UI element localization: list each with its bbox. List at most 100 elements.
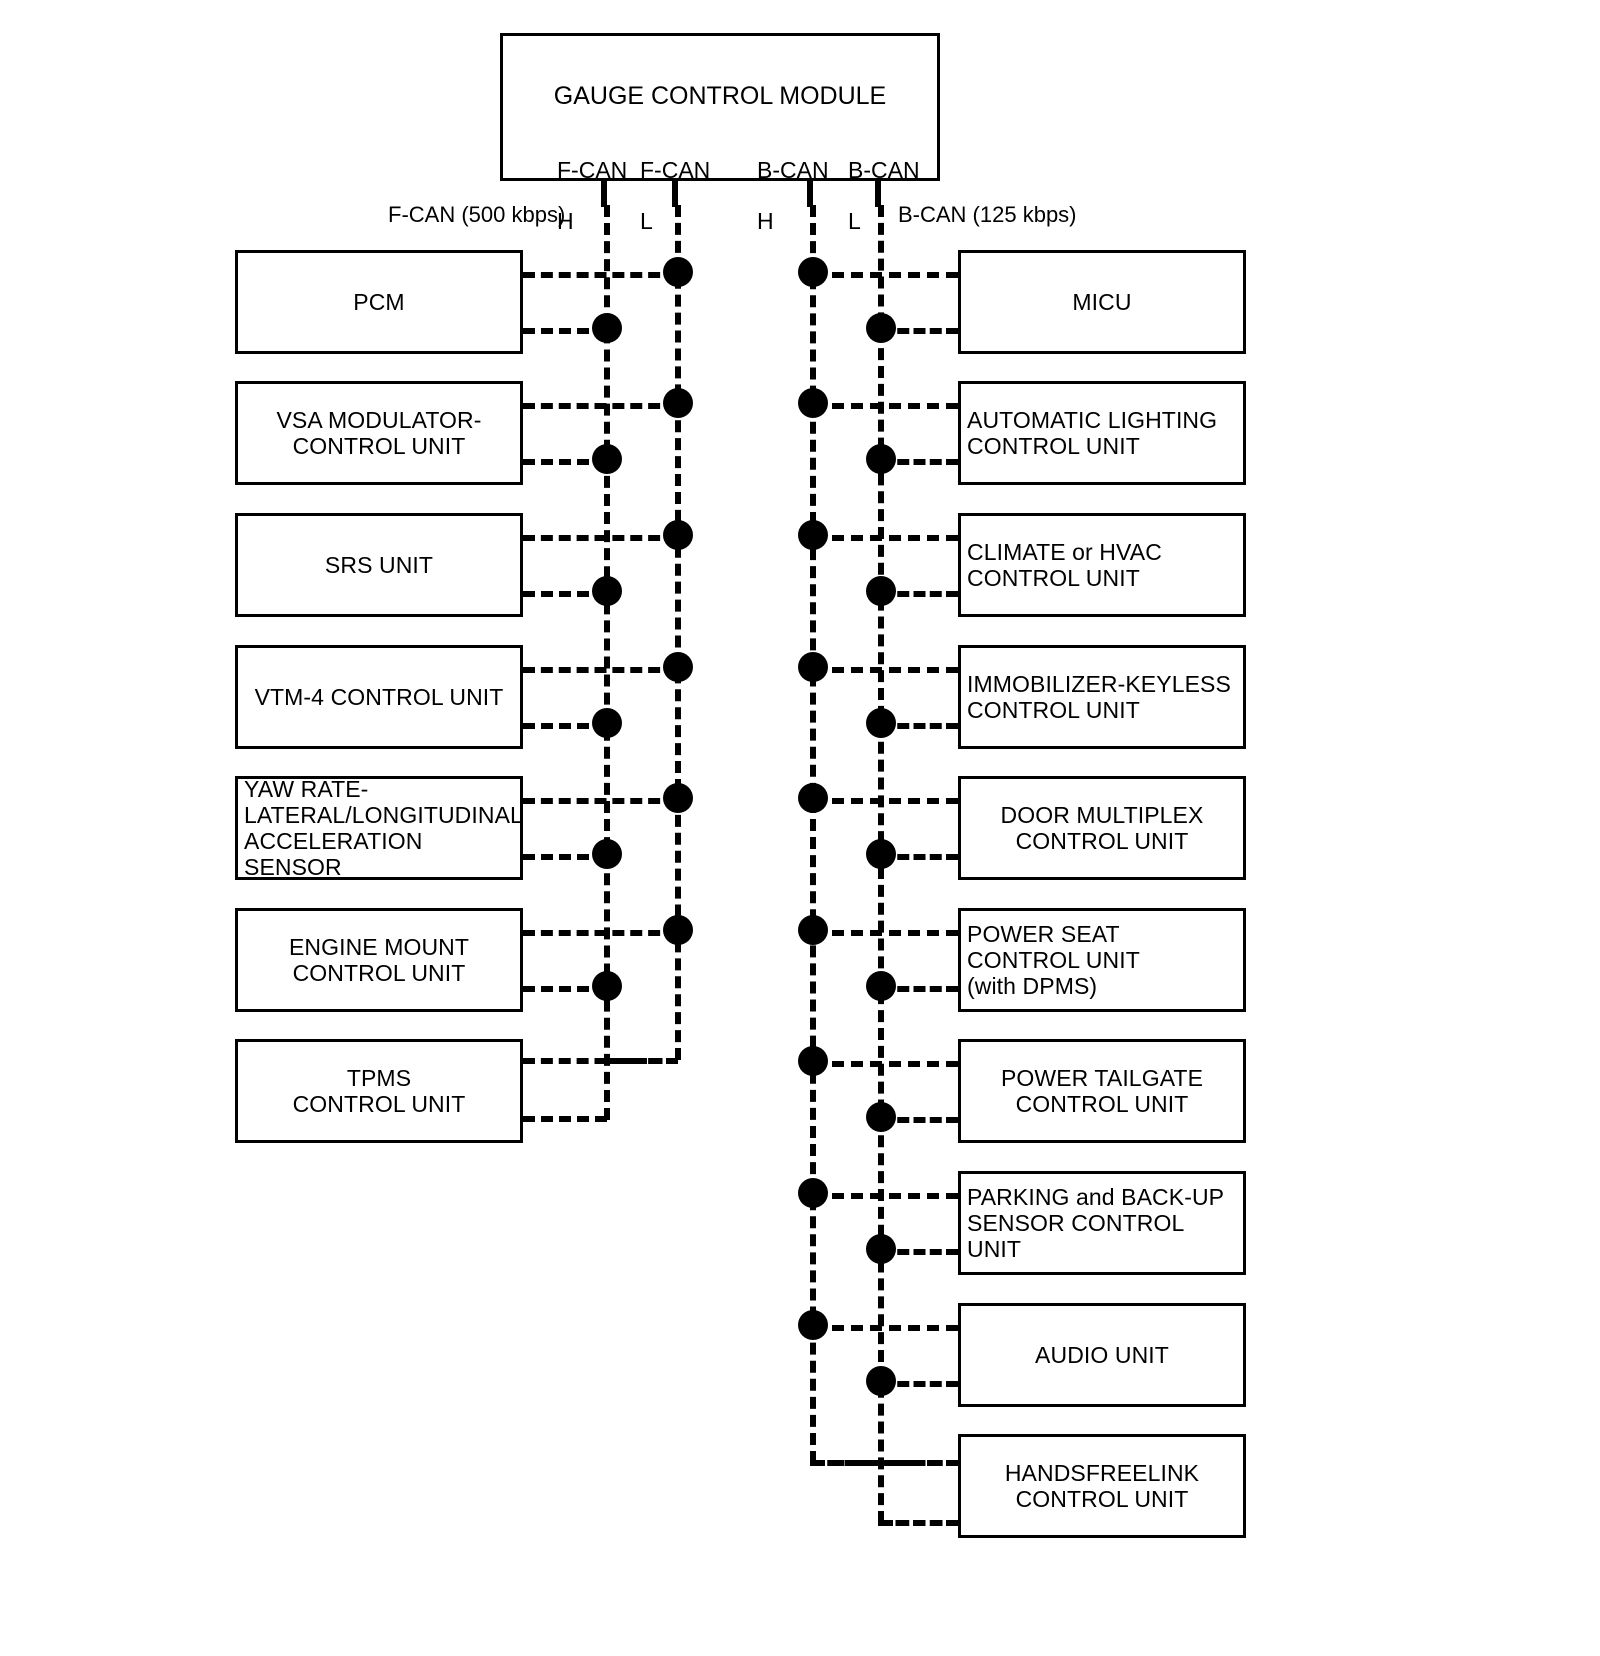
node-label-parking-backup-sensor-control-unit: PARKING and BACK-UP SENSOR CONTROL UNIT [967, 1183, 1225, 1263]
f-can-l-junction-dot-5 [663, 915, 693, 945]
f-can-h-junction-dot-0 [592, 313, 622, 343]
b-can-l-junction-dot-2 [866, 576, 896, 606]
pin-b-can-h-line2: H [757, 208, 774, 235]
node-box-parking-backup-sensor-control-unit[interactable]: PARKING and BACK-UP SENSOR CONTROL UNIT [958, 1171, 1246, 1275]
f-can-l-junction-dot-3 [663, 652, 693, 682]
node-label-climate-hvac-control-unit: CLIMATE or HVAC CONTROL UNIT [967, 538, 1162, 591]
pin-b-can-h: B-CAN H [757, 132, 829, 235]
b-can-h-riser [807, 181, 813, 207]
node-label-vsa-modulator-control-unit: VSA MODULATOR- CONTROL UNIT [276, 406, 482, 459]
node-label-power-seat-control-unit: POWER SEAT CONTROL UNIT (with DPMS) [967, 920, 1140, 1000]
f-can-h-junction-dot-2 [592, 576, 622, 606]
b-can-h-junction-dot-8 [798, 1310, 828, 1340]
b-can-l-junction-dot-8 [866, 1366, 896, 1396]
node-box-engine-mount-control-unit[interactable]: ENGINE MOUNT CONTROL UNIT [235, 908, 523, 1012]
node-label-handsfreelink-control-unit: HANDSFREELINK CONTROL UNIT [1004, 1459, 1200, 1512]
b-can-h-junction-dot-7 [798, 1178, 828, 1208]
node-box-micu[interactable]: MICU [958, 250, 1246, 354]
node-box-power-tailgate-control-unit[interactable]: POWER TAILGATE CONTROL UNIT [958, 1039, 1246, 1143]
f-can-h-tap-0 [523, 328, 607, 334]
b-can-l-tap-8 [881, 1381, 958, 1387]
b-can-l-riser [875, 181, 881, 207]
b-can-l-junction-dot-3 [866, 708, 896, 738]
node-box-tpms-control-unit[interactable]: TPMS CONTROL UNIT [235, 1039, 523, 1143]
node-box-automatic-lighting-control-unit[interactable]: AUTOMATIC LIGHTING CONTROL UNIT [958, 381, 1246, 485]
node-box-audio-unit[interactable]: AUDIO UNIT [958, 1303, 1246, 1407]
bus-label-b-can: B-CAN (125 kbps) [898, 202, 1077, 227]
bus-label-f-can: F-CAN (500 kbps) [388, 202, 566, 227]
b-can-h-junction-dot-0 [798, 257, 828, 287]
node-label-power-tailgate-control-unit: POWER TAILGATE CONTROL UNIT [1000, 1064, 1204, 1117]
f-can-l-tap-4 [523, 798, 678, 804]
f-can-h-junction-dot-4 [592, 839, 622, 869]
f-can-l-tap-tpms [523, 1058, 678, 1064]
f-can-h-tap-3 [523, 723, 607, 729]
pin-f-can-h-line2: H [557, 208, 574, 235]
node-box-handsfreelink-control-unit[interactable]: HANDSFREELINK CONTROL UNIT [958, 1434, 1246, 1538]
node-label-audio-unit: AUDIO UNIT [1035, 1341, 1169, 1368]
node-label-automatic-lighting-control-unit: AUTOMATIC LIGHTING CONTROL UNIT [967, 406, 1218, 459]
pin-f-can-h: F-CAN H [557, 132, 627, 235]
pin-b-can-l-line2: L [848, 208, 861, 235]
pin-f-can-h-line1: F-CAN [557, 156, 628, 183]
b-can-h-tap-2 [813, 535, 958, 541]
f-can-l-riser [672, 181, 678, 207]
node-box-immobilizer-keyless-control-unit[interactable]: IMMOBILIZER-KEYLESS CONTROL UNIT [958, 645, 1246, 749]
b-can-l-junction-dot-0 [866, 313, 896, 343]
f-can-h-tap-1 [523, 459, 607, 465]
node-box-vsa-modulator-control-unit[interactable]: VSA MODULATOR- CONTROL UNIT [235, 381, 523, 485]
b-can-h-bus-line [810, 205, 816, 1463]
f-can-l-tap-5 [523, 930, 678, 936]
f-can-h-junction-dot-1 [592, 444, 622, 474]
b-can-h-junction-dot-5 [798, 915, 828, 945]
node-label-immobilizer-keyless-control-unit: IMMOBILIZER-KEYLESS CONTROL UNIT [967, 670, 1231, 723]
node-box-door-multiplex-control-unit[interactable]: DOOR MULTIPLEX CONTROL UNIT [958, 776, 1246, 880]
node-box-yaw-rate-sensor[interactable]: YAW RATE- LATERAL/LONGITUDINAL ACCELERAT… [235, 776, 523, 880]
node-box-power-seat-control-unit[interactable]: POWER SEAT CONTROL UNIT (with DPMS) [958, 908, 1246, 1012]
f-can-l-tap-2 [523, 535, 678, 541]
f-can-h-junction-dot-3 [592, 708, 622, 738]
node-label-yaw-rate-sensor: YAW RATE- LATERAL/LONGITUDINAL ACCELERAT… [244, 775, 523, 881]
node-box-climate-hvac-control-unit[interactable]: CLIMATE or HVAC CONTROL UNIT [958, 513, 1246, 617]
b-can-h-tap-7 [813, 1193, 958, 1199]
node-label-tpms-control-unit: TPMS CONTROL UNIT [292, 1064, 466, 1117]
node-box-vtm-4-control-unit[interactable]: VTM-4 CONTROL UNIT [235, 645, 523, 749]
node-box-pcm[interactable]: PCM [235, 250, 523, 354]
node-label-pcm: PCM [353, 288, 405, 315]
b-can-h-tap-1 [813, 403, 958, 409]
pin-f-can-l: F-CAN L [640, 132, 710, 235]
f-can-h-tap-4 [523, 854, 607, 860]
b-can-l-tap-5 [881, 986, 958, 992]
f-can-l-tap-1 [523, 403, 678, 409]
f-can-l-junction-dot-4 [663, 783, 693, 813]
b-can-h-junction-dot-3 [798, 652, 828, 682]
f-can-l-tap-3 [523, 667, 678, 673]
b-can-l-junction-dot-1 [866, 444, 896, 474]
node-label-engine-mount-control-unit: ENGINE MOUNT CONTROL UNIT [288, 933, 470, 986]
b-can-l-tap-3 [881, 723, 958, 729]
f-can-h-riser [601, 181, 607, 207]
node-label-srs-unit: SRS UNIT [324, 551, 434, 578]
b-can-l-junction-dot-5 [866, 971, 896, 1001]
b-can-h-junction-dot-4 [798, 783, 828, 813]
pin-f-can-l-line1: F-CAN [640, 156, 711, 183]
b-can-l-junction-dot-6 [866, 1102, 896, 1132]
b-can-l-tap-6 [881, 1117, 958, 1123]
b-can-h-junction-dot-2 [798, 520, 828, 550]
gauge-control-module-title: GAUGE CONTROL MODULE [553, 82, 887, 110]
b-can-l-tap-7 [881, 1249, 958, 1255]
f-can-h-tap-2 [523, 591, 607, 597]
pin-b-can-l-line1: B-CAN [848, 156, 920, 183]
pin-b-can-l: B-CAN L [848, 132, 920, 235]
b-can-h-tap-6 [813, 1061, 958, 1067]
node-label-micu: MICU [1072, 288, 1132, 315]
b-can-l-tap-4 [881, 854, 958, 860]
pin-f-can-l-line2: L [640, 208, 653, 235]
node-label-door-multiplex-control-unit: DOOR MULTIPLEX CONTROL UNIT [1000, 801, 1204, 854]
b-can-h-junction-dot-1 [798, 388, 828, 418]
node-box-srs-unit[interactable]: SRS UNIT [235, 513, 523, 617]
b-can-l-tap-0 [881, 328, 958, 334]
f-can-l-tap-0 [523, 272, 678, 278]
b-can-l-tap-1 [881, 459, 958, 465]
